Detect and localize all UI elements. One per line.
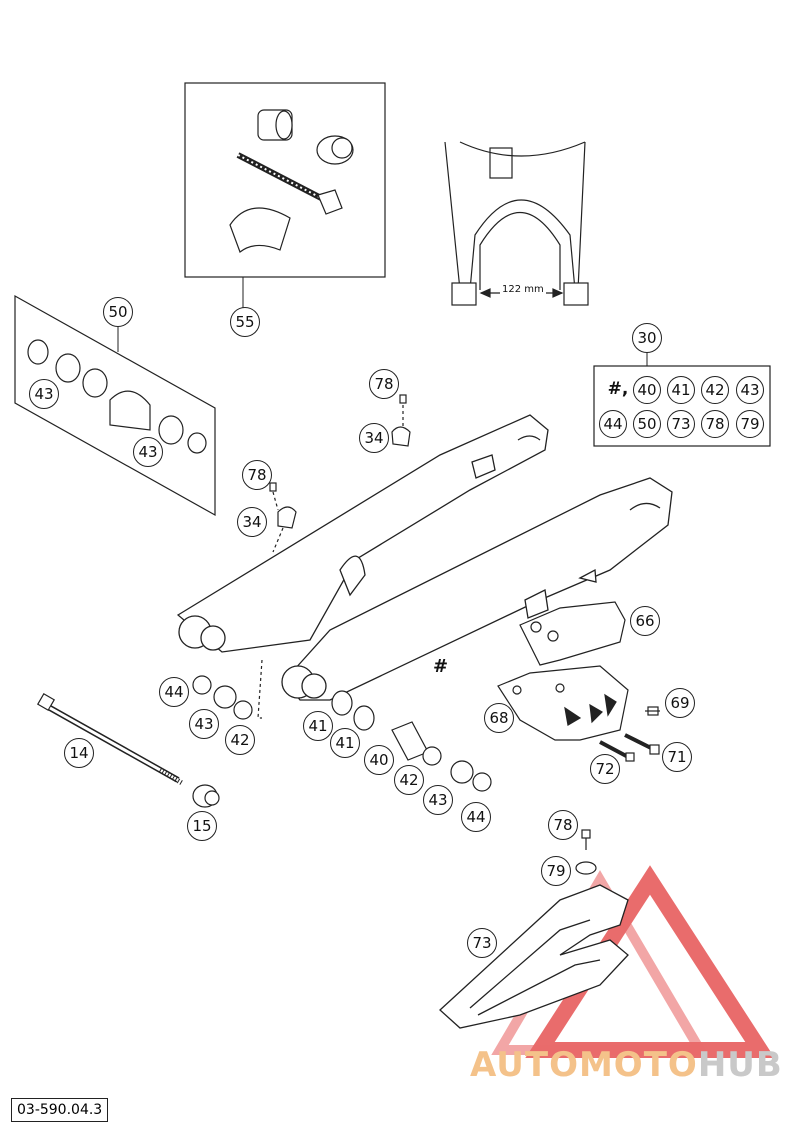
- screw-69: [645, 706, 660, 716]
- callout-73: 73: [467, 928, 497, 958]
- callout-34: 34: [237, 507, 267, 537]
- callout-42: 42: [225, 725, 255, 755]
- kit-30-item: 42: [701, 376, 729, 404]
- callout-72: 72: [590, 754, 620, 784]
- callout-43: 43: [189, 709, 219, 739]
- callout-34: 34: [359, 423, 389, 453]
- nut-79: [575, 861, 597, 875]
- bearing-parts-50: [27, 339, 207, 454]
- callout-68: 68: [484, 703, 514, 733]
- nut-15: [192, 784, 220, 808]
- chain-guide-66: [519, 601, 626, 666]
- watermark-text-part2: HUB: [697, 1045, 783, 1085]
- pivot-axle-14: [36, 692, 184, 786]
- callout-50: 50: [103, 297, 133, 327]
- dimension-drawing: [444, 141, 589, 306]
- kit-30-item: 79: [736, 410, 764, 438]
- dimension-label: 122 mm: [500, 284, 546, 295]
- seal-ring-55: [316, 135, 354, 165]
- callout-78: 78: [369, 369, 399, 399]
- callout-44: 44: [461, 802, 491, 832]
- inset-box-50: [14, 294, 216, 517]
- bushing-upper: [257, 109, 293, 141]
- kit-30-item-hash: #,: [607, 379, 629, 399]
- callout-42: 42: [394, 765, 424, 795]
- callout-41: 41: [330, 728, 360, 758]
- kit-30-item: 43: [736, 376, 764, 404]
- kit-30-item: 78: [701, 410, 729, 438]
- callout-41: 41: [303, 711, 333, 741]
- right-bearing-group: [331, 690, 492, 792]
- kit-30-item: 73: [667, 410, 695, 438]
- screw-78-lower: [581, 829, 591, 850]
- inset-box-55: [184, 82, 386, 278]
- callout-71: 71: [662, 742, 692, 772]
- callout-69: 69: [665, 688, 695, 718]
- watermark-text-part1: AUTOMOTO: [470, 1045, 698, 1085]
- bolt-55: [236, 152, 343, 215]
- hash-mark: #: [433, 656, 449, 677]
- callout-44: 44: [159, 677, 189, 707]
- clamp-34-upper: [391, 394, 411, 447]
- callout-78: 78: [242, 460, 272, 490]
- callout-43: 43: [133, 437, 163, 467]
- callout-66: 66: [630, 606, 660, 636]
- callout-55: 55: [230, 307, 260, 337]
- callout-43: 43: [29, 379, 59, 409]
- clamp-34-lower: [269, 482, 297, 553]
- swingarm: [176, 414, 673, 701]
- chain-guide-68: [497, 665, 629, 741]
- kit-30-item: 50: [633, 410, 661, 438]
- kit-30-item: 44: [599, 410, 627, 438]
- watermark-text: AUTOMOTOHUB: [470, 1045, 783, 1085]
- kit-30-item: 41: [667, 376, 695, 404]
- document-number: 03-590.04.3: [11, 1098, 109, 1122]
- callout-79: 79: [541, 856, 571, 886]
- callout-30: 30: [632, 323, 662, 353]
- chain-slider-73: [439, 884, 629, 1029]
- left-bearing-group: [192, 659, 263, 720]
- half-bushing-55: [229, 207, 291, 253]
- callout-43: 43: [423, 785, 453, 815]
- kit-30-item: 40: [633, 376, 661, 404]
- callout-40: 40: [364, 745, 394, 775]
- callout-78: 78: [548, 810, 578, 840]
- bolt-72: [599, 740, 635, 762]
- bolt-71: [624, 733, 660, 755]
- callout-15: 15: [187, 811, 217, 841]
- callout-14: 14: [64, 738, 94, 768]
